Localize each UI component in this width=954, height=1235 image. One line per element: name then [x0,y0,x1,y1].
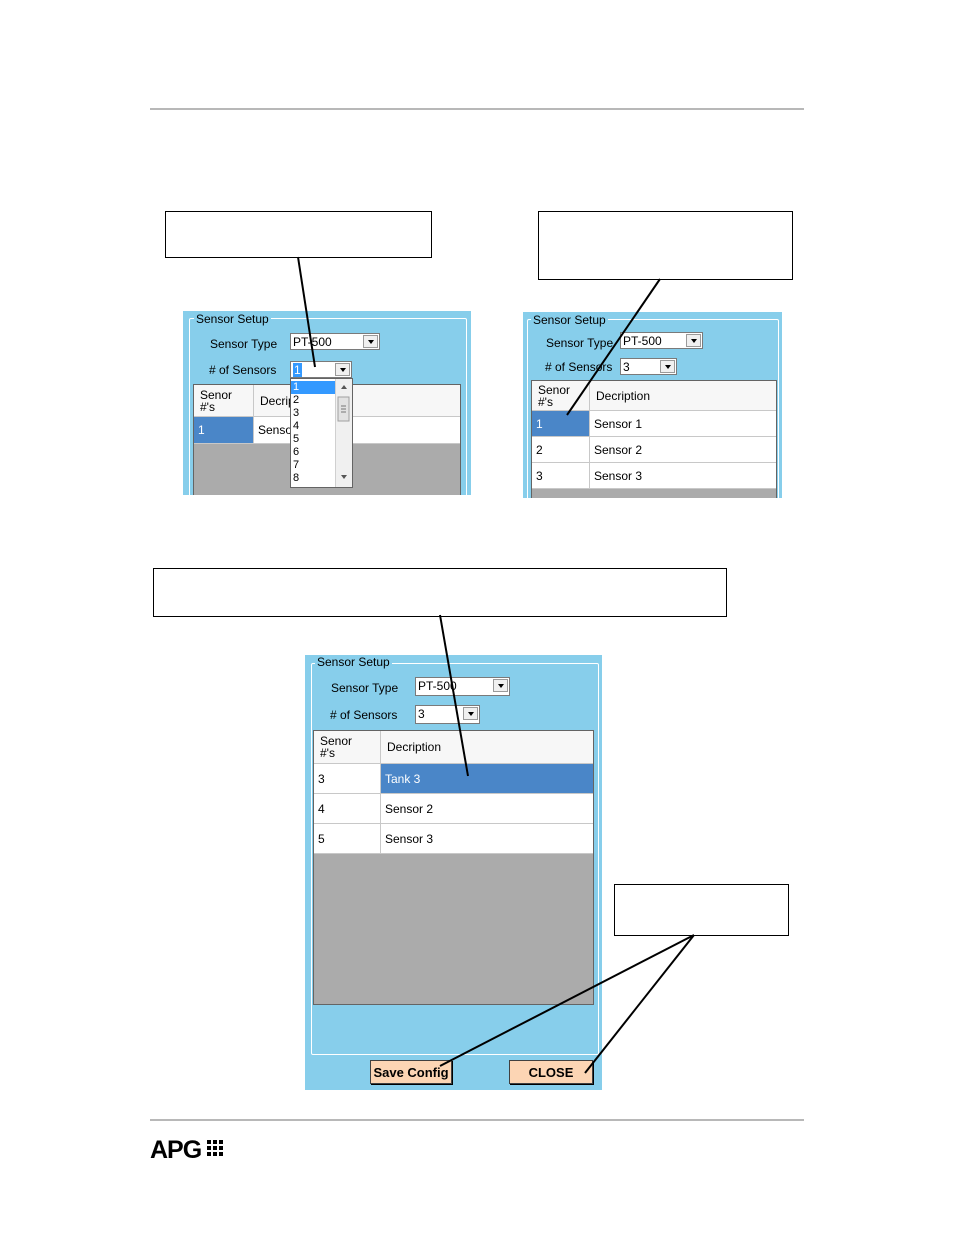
sensor-grid: Senor #'s Decription 1 Sensor 1 2 Sensor… [531,380,777,498]
cell-description[interactable]: Sensor 2 [381,794,593,823]
dropdown-option[interactable]: 4 [293,420,300,432]
footer-rule [150,1119,804,1121]
table-row[interactable]: 1 Sensor 1 [532,411,776,437]
table-row[interactable]: 2 Sensor 2 [532,437,776,463]
sensor-type-value: PT-500 [293,335,332,349]
callout-box-1 [165,211,432,258]
sensor-setup-group [189,318,467,495]
sensor-type-label: Sensor Type [331,681,399,695]
header-sensor-num[interactable]: Senor #'s [314,731,381,763]
num-sensors-label: # of Sensors [330,708,398,722]
grid-header: Senor #'s Decription [532,381,776,411]
close-button[interactable]: CLOSE [509,1060,593,1084]
chevron-down-icon[interactable] [493,679,508,692]
num-sensors-select[interactable]: 1 [290,361,352,378]
cell-description[interactable]: Sensor 3 [381,824,593,853]
cell-description[interactable]: Sensor 3 [590,463,776,488]
num-sensors-value: 1 [293,363,302,377]
sensor-type-label: Sensor Type [210,337,278,351]
logo-grid-icon [207,1140,224,1156]
chevron-down-icon[interactable] [463,707,478,720]
cell-sensor-num[interactable]: 5 [314,824,381,853]
header-sensor-num[interactable]: Senor #'s [194,385,254,416]
dropdown-option[interactable]: 7 [293,459,300,471]
chevron-down-icon[interactable] [686,334,701,347]
table-row[interactable]: 5 Sensor 3 [314,824,593,854]
cell-description[interactable]: Tank 3 [381,764,593,793]
callout-box-2 [538,211,793,280]
num-sensors-value: 3 [418,707,425,721]
sensor-setup-panel-1: Sensor Setup Sensor Type PT-500 # of Sen… [183,311,471,495]
dropdown-option[interactable]: 1 [291,381,335,394]
cell-description[interactable]: Senso [254,417,460,443]
chevron-down-icon[interactable] [335,363,350,376]
sensor-type-select[interactable]: PT-500 [620,332,703,349]
dropdown-option[interactable]: 3 [293,407,300,419]
cell-description[interactable]: Sensor 2 [590,437,776,462]
sensor-type-value: PT-500 [418,679,457,693]
sensor-grid: Senor #'s Decription 3 Tank 3 4 Sensor 2… [313,730,594,1005]
header-sensor-num[interactable]: Senor #'s [532,381,590,410]
dropdown-scrollbar[interactable] [335,379,352,487]
num-sensors-value: 3 [623,360,630,374]
sensor-type-value: PT-500 [623,334,662,348]
sensor-setup-panel-3: Sensor Setup Sensor Type PT-500 # of Sen… [305,655,602,1090]
sensor-type-select[interactable]: PT-500 [415,677,510,696]
chevron-down-icon[interactable] [363,335,378,348]
cell-sensor-num[interactable]: 2 [532,437,590,462]
group-title: Sensor Setup [315,655,392,669]
header-description[interactable]: Decription [590,381,776,410]
group-title: Sensor Setup [194,312,271,326]
cell-sensor-num[interactable]: 3 [314,764,381,793]
group-title: Sensor Setup [531,313,608,327]
dropdown-option[interactable]: 2 [293,394,300,406]
header-rule [150,108,804,110]
table-row[interactable]: 3 Sensor 3 [532,463,776,489]
grid-header: Senor #'s Decription [314,731,593,764]
num-sensors-dropdown-list: 1 2 3 4 5 6 7 8 [290,378,353,488]
num-sensors-label: # of Sensors [209,363,277,377]
header-description[interactable]: Decription [381,731,593,763]
cell-sensor-num[interactable]: 1 [532,411,590,436]
cell-sensor-num[interactable]: 3 [532,463,590,488]
callout-box-4 [614,884,789,936]
cell-sensor-num[interactable]: 4 [314,794,381,823]
header-description[interactable]: Decrip [254,385,460,416]
cell-sensor-num[interactable]: 1 [194,417,254,443]
sensor-setup-panel-2: Sensor Setup Sensor Type PT-500 # of Sen… [523,312,782,498]
cell-description[interactable]: Sensor 1 [590,411,776,436]
table-row[interactable]: 3 Tank 3 [314,764,593,794]
sensor-type-label: Sensor Type [546,336,614,350]
num-sensors-select[interactable]: 3 [620,358,677,375]
num-sensors-label: # of Sensors [545,360,613,374]
scrollbar-arrows-icon [337,385,350,479]
callout-box-3 [153,568,727,617]
apg-logo: APG [150,1136,227,1165]
save-config-button[interactable]: Save Config [370,1060,452,1084]
chevron-down-icon[interactable] [660,360,675,373]
table-row[interactable]: 4 Sensor 2 [314,794,593,824]
num-sensors-select[interactable]: 3 [415,705,480,724]
sensor-type-select[interactable]: PT-500 [290,333,380,350]
dropdown-option[interactable]: 5 [293,433,300,445]
logo-text: APG [150,1136,202,1164]
dropdown-option[interactable]: 8 [293,472,300,484]
dropdown-option[interactable]: 6 [293,446,300,458]
